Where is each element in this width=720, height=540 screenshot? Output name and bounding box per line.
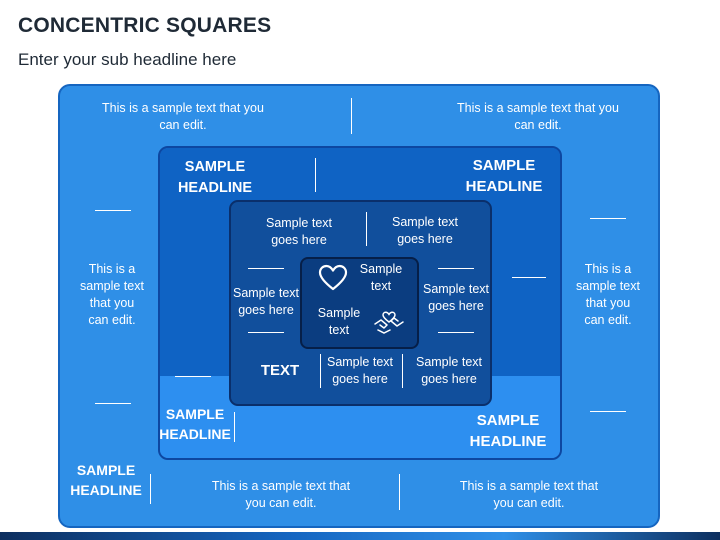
heart-icon [318,264,348,292]
second-bottom-left-headline: SAMPLE HEADLINE [159,406,231,442]
outer-left-divider-top [95,210,131,211]
second-top-right-headline: SAMPLE HEADLINE [465,157,543,195]
third-top-left-text: Sample text goes here [265,216,332,247]
bottom-accent-bar [0,532,720,540]
outer-top-right-text: This is a sample text that you can edit. [457,101,619,132]
outer-right-divider-bottom [590,411,626,412]
core-top-text: Sample text [359,262,403,293]
second-bottom-divider [234,412,235,442]
third-right-divider-top [438,268,474,269]
outer-top-divider [351,98,352,134]
third-left-divider-top [248,268,284,269]
third-bottom-label: TEXT [260,362,300,379]
third-top-divider [366,212,367,246]
outer-bottom-right-text: This is a sample text that you can edit. [459,479,599,510]
third-right-text: Sample text goes here [422,282,489,313]
second-left-divider [175,376,211,377]
third-left-divider-bottom [248,332,284,333]
second-top-divider [315,158,316,192]
hands-heart-icon [372,308,406,336]
outer-bottom-left-headline: SAMPLE HEADLINE [70,462,142,498]
third-bottom-right-text: Sample text goes here [415,355,482,386]
core-square [300,257,419,349]
outer-left-divider-bottom [95,403,131,404]
outer-bottom-mid-text: This is a sample text that you can edit. [211,479,351,510]
second-bottom-right-headline: SAMPLE HEADLINE [469,412,547,450]
outer-right-divider-top [590,218,626,219]
page-subtitle: Enter your sub headline here [18,50,237,69]
second-top-left-headline: SAMPLE HEADLINE [177,159,253,196]
outer-right-text: This is a sample text that you can edit. [576,262,640,327]
outer-bottom-divider-right [399,474,400,510]
third-top-right-text: Sample text goes here [391,215,458,246]
outer-bottom-divider-left [150,474,151,504]
outer-top-left-text: This is a sample text that you can edit. [102,101,264,132]
page-title: CONCENTRIC SQUARES [18,14,272,37]
third-right-divider-bottom [438,332,474,333]
outer-left-text: This is a sample text that you can edit. [80,262,144,327]
third-bottom-divider-right [402,354,403,388]
second-right-divider [512,277,546,278]
third-bottom-divider-left [320,354,321,388]
third-bottom-mid-text: Sample text goes here [326,355,393,386]
core-bottom-text: Sample text [317,306,361,337]
third-left-text: Sample text goes here [232,286,299,317]
